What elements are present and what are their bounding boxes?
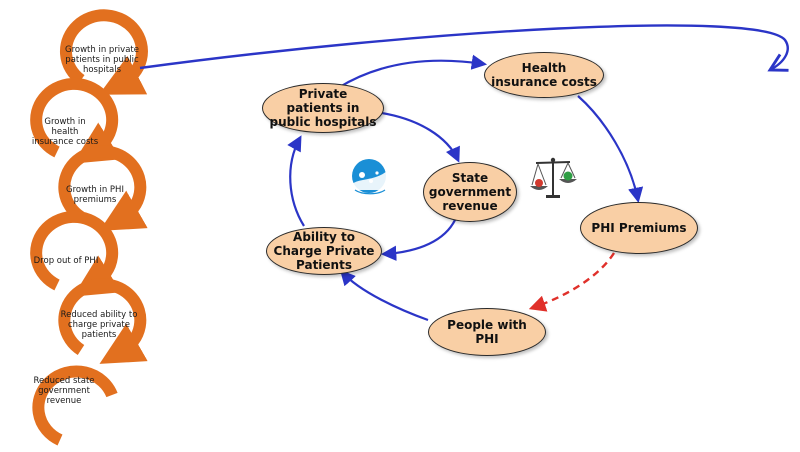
step-label-1: Growth in private patients in public hos… — [65, 45, 139, 75]
long-arrow — [139, 24, 789, 72]
node-people-with-phi-label: People with PHI — [447, 318, 527, 346]
node-phi-premiums-label: PHI Premiums — [591, 221, 687, 235]
step-label-6: Reduced state government revenue — [33, 376, 95, 406]
loop-arrows — [287, 54, 644, 322]
cycle-rings — [30, 9, 148, 446]
node-phi-premiums: PHI Premiums — [580, 202, 698, 254]
hospital-logo-icon — [350, 159, 388, 195]
node-private-patients-label: Private patients in public hospitals — [269, 87, 377, 129]
arrow-ability-to-private — [287, 135, 305, 227]
step-label-5: Reduced ability to charge private patien… — [60, 310, 138, 340]
ring-3 — [58, 145, 148, 231]
ring-2 — [30, 77, 122, 164]
arrow-phi-to-ability — [339, 269, 429, 322]
step-label-3: Growth in PHI premiums — [66, 185, 124, 205]
node-ability-to-charge-label: Ability to Charge Private Patients — [273, 230, 375, 272]
node-health-insurance-costs-label: Health insurance costs — [491, 61, 597, 89]
node-ability-to-charge: Ability to Charge Private Patients — [266, 227, 382, 275]
node-health-insurance-costs: Health insurance costs — [484, 52, 604, 98]
ring-6 — [32, 365, 118, 446]
ring-5 — [58, 278, 148, 364]
ring-4 — [30, 210, 122, 297]
step-label-4: Drop out of PHI — [33, 256, 99, 266]
arrow-state-to-ability — [380, 219, 456, 262]
balance-scale-icon — [530, 157, 577, 198]
arrow-private-to-state — [374, 110, 460, 163]
ring-1 — [59, 9, 148, 95]
arrow-insurance-to-premiums — [577, 95, 644, 204]
arrow-premiums-to-phi-dashed — [528, 252, 616, 312]
arrow-private-to-insurance — [337, 54, 488, 89]
node-private-patients: Private patients in public hospitals — [262, 83, 384, 133]
node-people-with-phi: People with PHI — [428, 308, 546, 356]
node-state-government-revenue: State government revenue — [423, 162, 517, 222]
step-label-2: Growth in health insurance costs — [31, 117, 99, 147]
node-state-government-revenue-label: State government revenue — [428, 171, 512, 213]
